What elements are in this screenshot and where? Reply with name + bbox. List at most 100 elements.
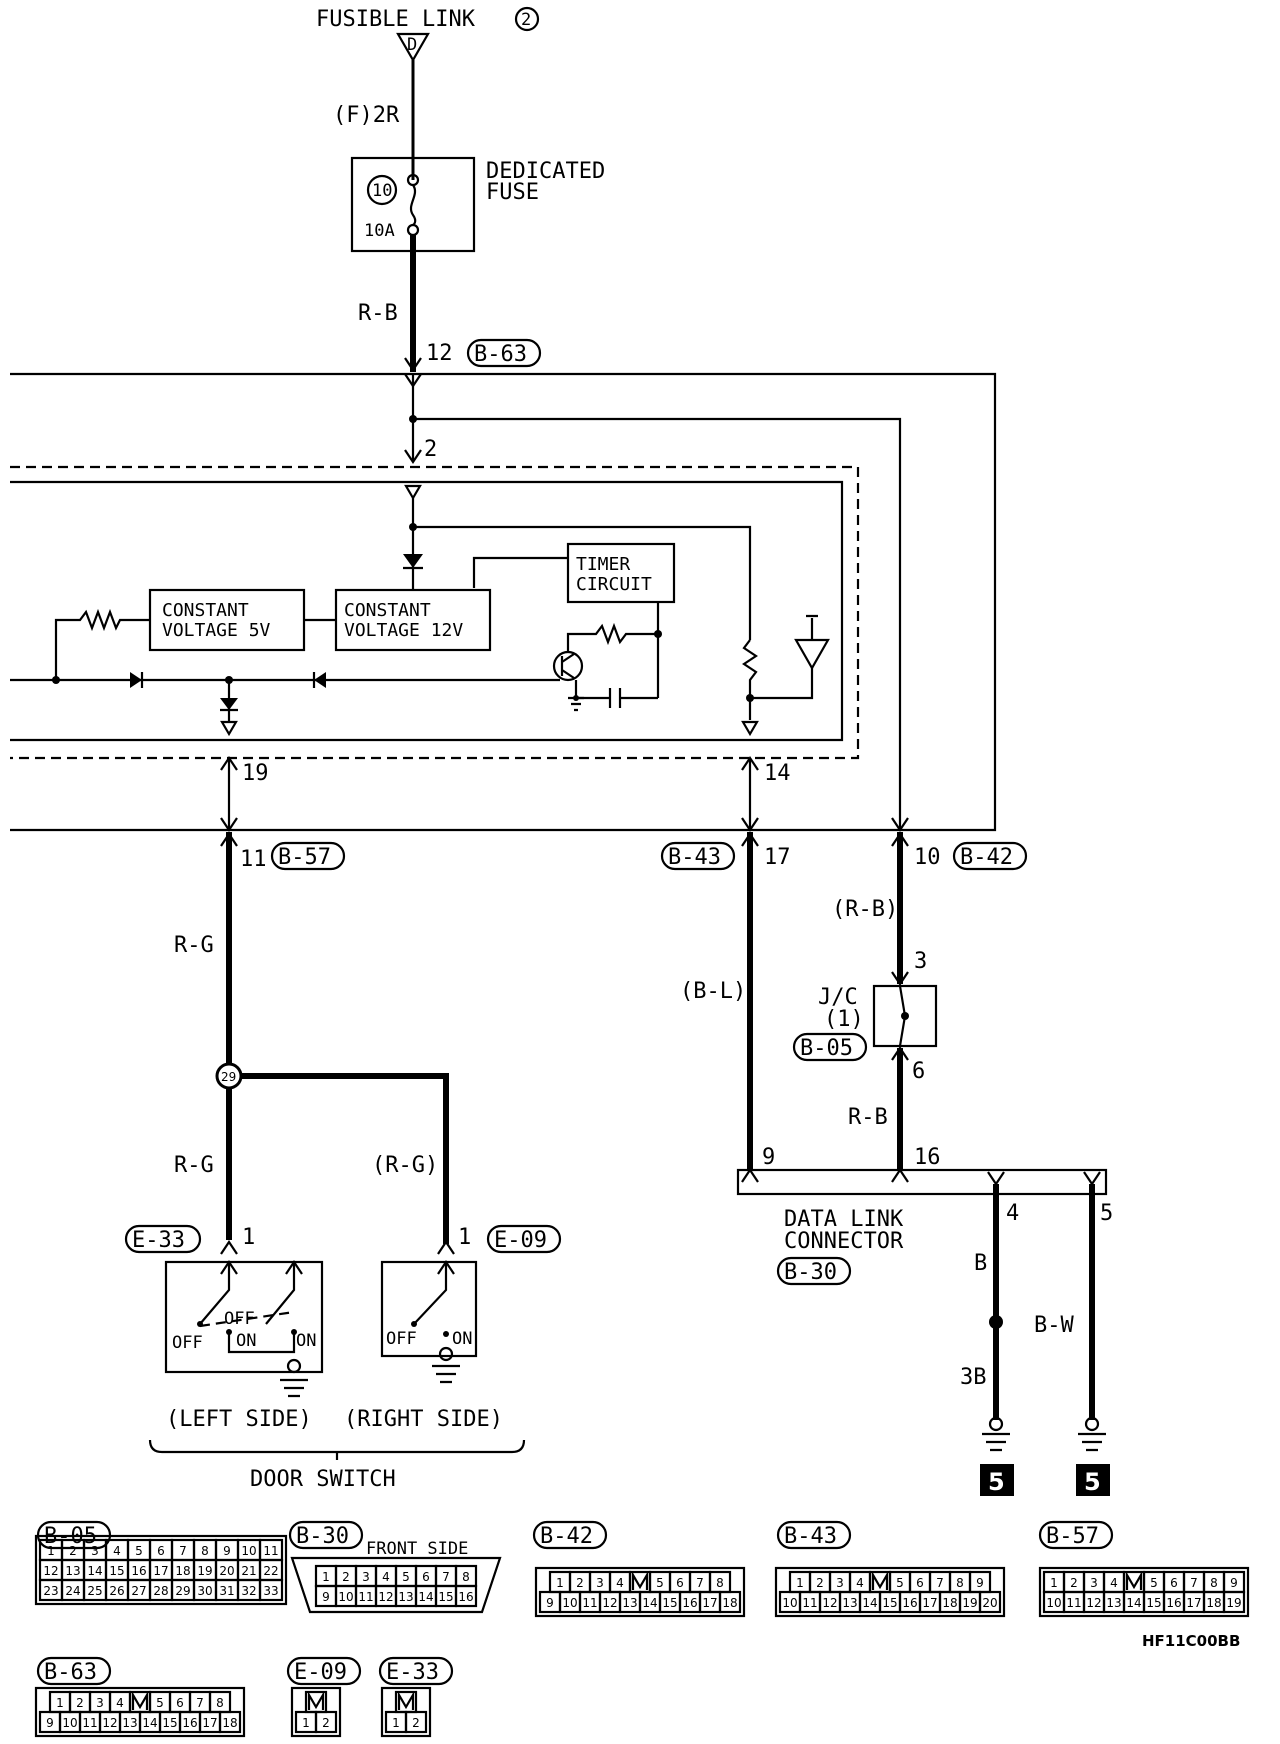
connector-cavity — [978, 1590, 1002, 1614]
connector-pin-number: 17 — [202, 1716, 217, 1730]
connector-cavity — [258, 1578, 284, 1602]
connector-pin-number: 22 — [263, 1564, 278, 1578]
wire-rb-top-label: R-B — [358, 301, 398, 326]
switch-right-ground-icon — [432, 1364, 460, 1384]
connector-pin-number: 12 — [43, 1564, 58, 1578]
connector-face-tag-label: B-42 — [540, 1524, 593, 1549]
connector-pin-number: 12 — [602, 1596, 617, 1610]
wire-2r-label: (F)2R — [333, 103, 400, 128]
conn-b63-tag — [466, 338, 542, 368]
connector-pin-number: 13 — [622, 1596, 637, 1610]
connector-pin-number: 28 — [153, 1584, 168, 1598]
connector-face-tag — [378, 1656, 454, 1686]
pin-1-right-arrow-icon — [437, 1240, 455, 1255]
transistor-icon — [552, 650, 584, 682]
ground-terminal-a — [988, 1416, 1004, 1432]
fuse-amperage: 10A — [364, 221, 395, 241]
connector-pin-number: 9 — [322, 1590, 330, 1604]
wire-bl-label: (B-L) — [680, 979, 746, 1004]
switch-left-off-1: OFF — [172, 1333, 203, 1353]
connector-pin-number: 7 — [179, 1544, 187, 1558]
connector-face-outline — [34, 1534, 288, 1606]
diode-left-icon — [130, 672, 142, 688]
wire-b-label: B — [974, 1251, 987, 1276]
connector-pin-number: 10 — [1046, 1596, 1061, 1610]
fusible-link-number: 2 — [521, 10, 531, 30]
conn-b05-label: B-05 — [800, 1036, 853, 1061]
connector-pin-number: 10 — [562, 1596, 577, 1610]
connector-pin-number: 3 — [96, 1696, 104, 1710]
connector-pin-number: 1 — [302, 1716, 310, 1730]
connector-pin-number: 4 — [382, 1570, 390, 1584]
pin-9-arrow-icon — [741, 1168, 759, 1183]
connector-pin-number: 8 — [462, 1570, 470, 1584]
connector-pin-number: 18 — [222, 1716, 237, 1730]
connector-pin-number: 5 — [1150, 1576, 1158, 1590]
fusible-link-terminal-icon — [396, 32, 430, 63]
connector-pin-number: 15 — [1146, 1596, 1161, 1610]
connector-key-icon — [397, 1690, 415, 1710]
connector-key-icon — [631, 1570, 649, 1590]
switch-left-ground-icon — [280, 1378, 308, 1398]
connector-pin-number: 3 — [1090, 1576, 1098, 1590]
connector-pin-number: 16 — [458, 1590, 473, 1604]
connector-face-tag — [36, 1656, 112, 1686]
jc-label-2: (1) — [824, 1007, 864, 1032]
connector-key-icon — [307, 1690, 325, 1710]
dedicated-fuse-label-1: DEDICATED — [486, 159, 605, 184]
door-switch-brace — [148, 1439, 526, 1454]
fuse-number: 10 — [372, 181, 392, 201]
pin-2: 2 — [424, 437, 437, 462]
connector-pin-number: 4 — [113, 1544, 121, 1558]
pin-19-arrow-icon — [220, 756, 238, 771]
conn-b57-label: B-57 — [278, 845, 331, 870]
connector-pin-number: 18 — [175, 1564, 190, 1578]
conn-b43-tag — [660, 841, 736, 871]
pin-5: 5 — [1100, 1201, 1113, 1226]
connector-pin-number: 32 — [241, 1584, 256, 1598]
internal-terminal-icon — [404, 484, 422, 501]
connector-face-tag-label: E-09 — [294, 1660, 347, 1685]
wire-rb-mid-label: R-B — [848, 1105, 888, 1130]
door-switch-left-box — [164, 1260, 324, 1374]
switch-right-on: ON — [452, 1329, 472, 1349]
connector-pin-number: 12 — [1086, 1596, 1101, 1610]
door-switch-right-blade — [413, 1262, 448, 1325]
joint-connector-box — [872, 984, 938, 1048]
left-side-label: (LEFT SIDE) — [166, 1407, 312, 1432]
ground-point-5b-badge — [1076, 1464, 1110, 1496]
connector-face-outline — [1038, 1566, 1250, 1618]
connector-pin-number: 4 — [1110, 1576, 1118, 1590]
connector-pin-number: 7 — [196, 1696, 204, 1710]
connector-pin-number: 11 — [1066, 1596, 1081, 1610]
connector-pin-number: 8 — [1210, 1576, 1218, 1590]
wire-3b-label: 3B — [960, 1365, 987, 1390]
connector-pin-number: 9 — [46, 1716, 54, 1730]
pin-5-arrow-icon — [1083, 1171, 1101, 1186]
connector-face-tag-label: B-63 — [44, 1660, 97, 1685]
timer-label-1: TIMER — [576, 554, 630, 575]
connector-face-outline — [290, 1556, 502, 1614]
connector-cavity — [218, 1710, 242, 1734]
connector-pin-number: 1 — [56, 1696, 64, 1710]
connector-pin-number: 2 — [1070, 1576, 1078, 1590]
connector-pin-number: 13 — [65, 1564, 80, 1578]
cv5-label-1: CONSTANT — [162, 600, 249, 621]
switch-left-on-2: ON — [296, 1331, 316, 1351]
connector-pin-number: 10 — [62, 1716, 77, 1730]
connector-pin-number: 10 — [241, 1544, 256, 1558]
connector-key-icon — [871, 1570, 889, 1590]
diode-right-icon — [314, 672, 326, 688]
pin-14: 14 — [764, 761, 791, 786]
resistor-right-icon — [742, 639, 758, 720]
connector-pin-number: 6 — [676, 1576, 684, 1590]
pin-6: 6 — [912, 1059, 925, 1084]
connector-pin-number: 12 — [822, 1596, 837, 1610]
connector-pin-number: 33 — [263, 1584, 278, 1598]
connector-key-icon — [1125, 1570, 1143, 1590]
diode-icon — [403, 554, 423, 568]
fuse-element-icon — [409, 184, 417, 226]
wire-r-g-branch — [241, 1073, 449, 1244]
